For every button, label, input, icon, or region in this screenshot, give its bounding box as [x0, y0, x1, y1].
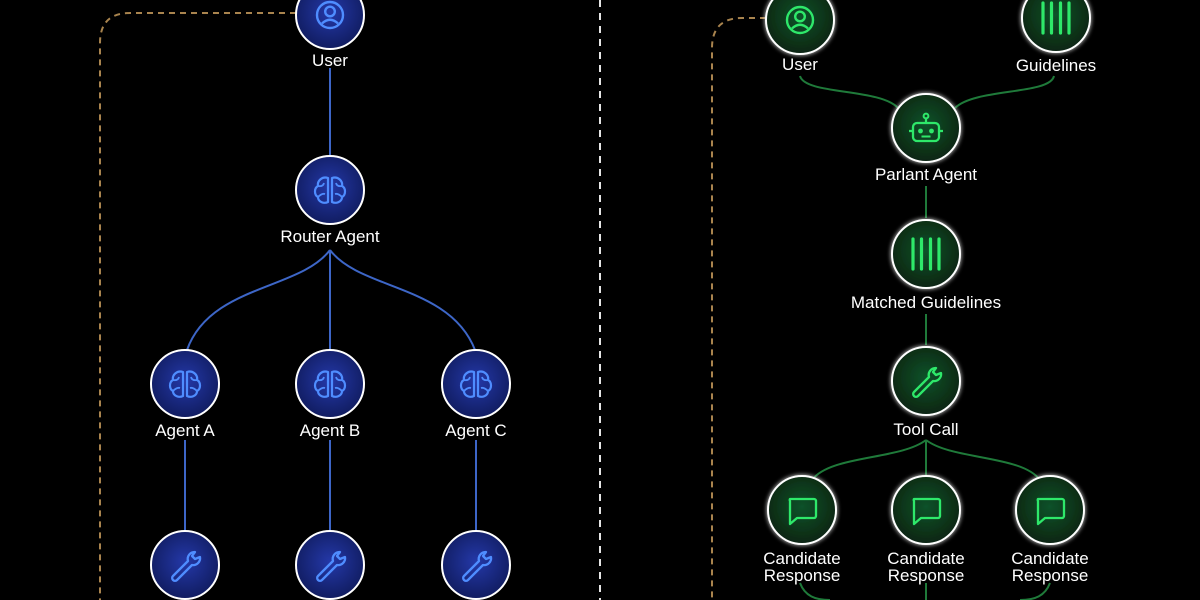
edge-toolcall-candidate-1 [811, 439, 927, 481]
node-label: Guidelines [1016, 56, 1096, 75]
node-label: Tool Call [893, 420, 958, 439]
node-label-line1: Candidate [763, 549, 841, 568]
left-edges [184, 68, 477, 530]
node-parlant-agent[interactable] [891, 93, 961, 163]
edge-candidates-bottom [799, 582, 1051, 600]
edge-guidelines-parlant [954, 75, 1055, 109]
edge-router-agent-a [186, 249, 331, 351]
node-label-line2: Response [888, 566, 965, 585]
node-label: Agent C [445, 421, 506, 440]
right-feedback-loop [711, 17, 766, 600]
node-label-line2: Response [1012, 566, 1089, 585]
node-label: User [782, 55, 818, 74]
node-tool-b[interactable] [295, 530, 365, 600]
left-feedback-loop [99, 12, 296, 600]
node-router-agent[interactable]: Router Agent [280, 155, 380, 246]
node-candidate-response-2[interactable] [891, 475, 961, 545]
node-agent-b[interactable]: Agent B [295, 349, 365, 440]
node-agent-a[interactable]: Agent A [150, 349, 220, 440]
node-label: Agent B [300, 421, 361, 440]
node-label: Router Agent [280, 227, 380, 246]
node-label: Agent A [155, 421, 215, 440]
node-agent-c[interactable]: Agent C [441, 349, 511, 440]
node-label: User [312, 51, 348, 70]
node-label: Parlant Agent [875, 165, 977, 184]
edge-toolcall-candidate-3 [925, 439, 1041, 481]
node-user-right[interactable] [765, 0, 835, 55]
edge-router-agent-c [329, 249, 476, 351]
edge-user-parlant [799, 75, 899, 109]
node-label-line1: Candidate [887, 549, 965, 568]
node-user-left[interactable]: User [295, 0, 365, 70]
node-tool-c[interactable] [441, 530, 511, 600]
node-tool-a[interactable] [150, 530, 220, 600]
node-candidate-response-3[interactable] [1015, 475, 1085, 545]
node-guidelines[interactable] [1021, 0, 1091, 53]
node-candidate-response-1[interactable] [767, 475, 837, 545]
node-label: Matched Guidelines [851, 293, 1001, 312]
node-label-line1: Candidate [1011, 549, 1089, 568]
node-label-line2: Response [764, 566, 841, 585]
node-matched-guidelines[interactable] [891, 219, 961, 289]
node-tool-call[interactable] [891, 346, 961, 416]
